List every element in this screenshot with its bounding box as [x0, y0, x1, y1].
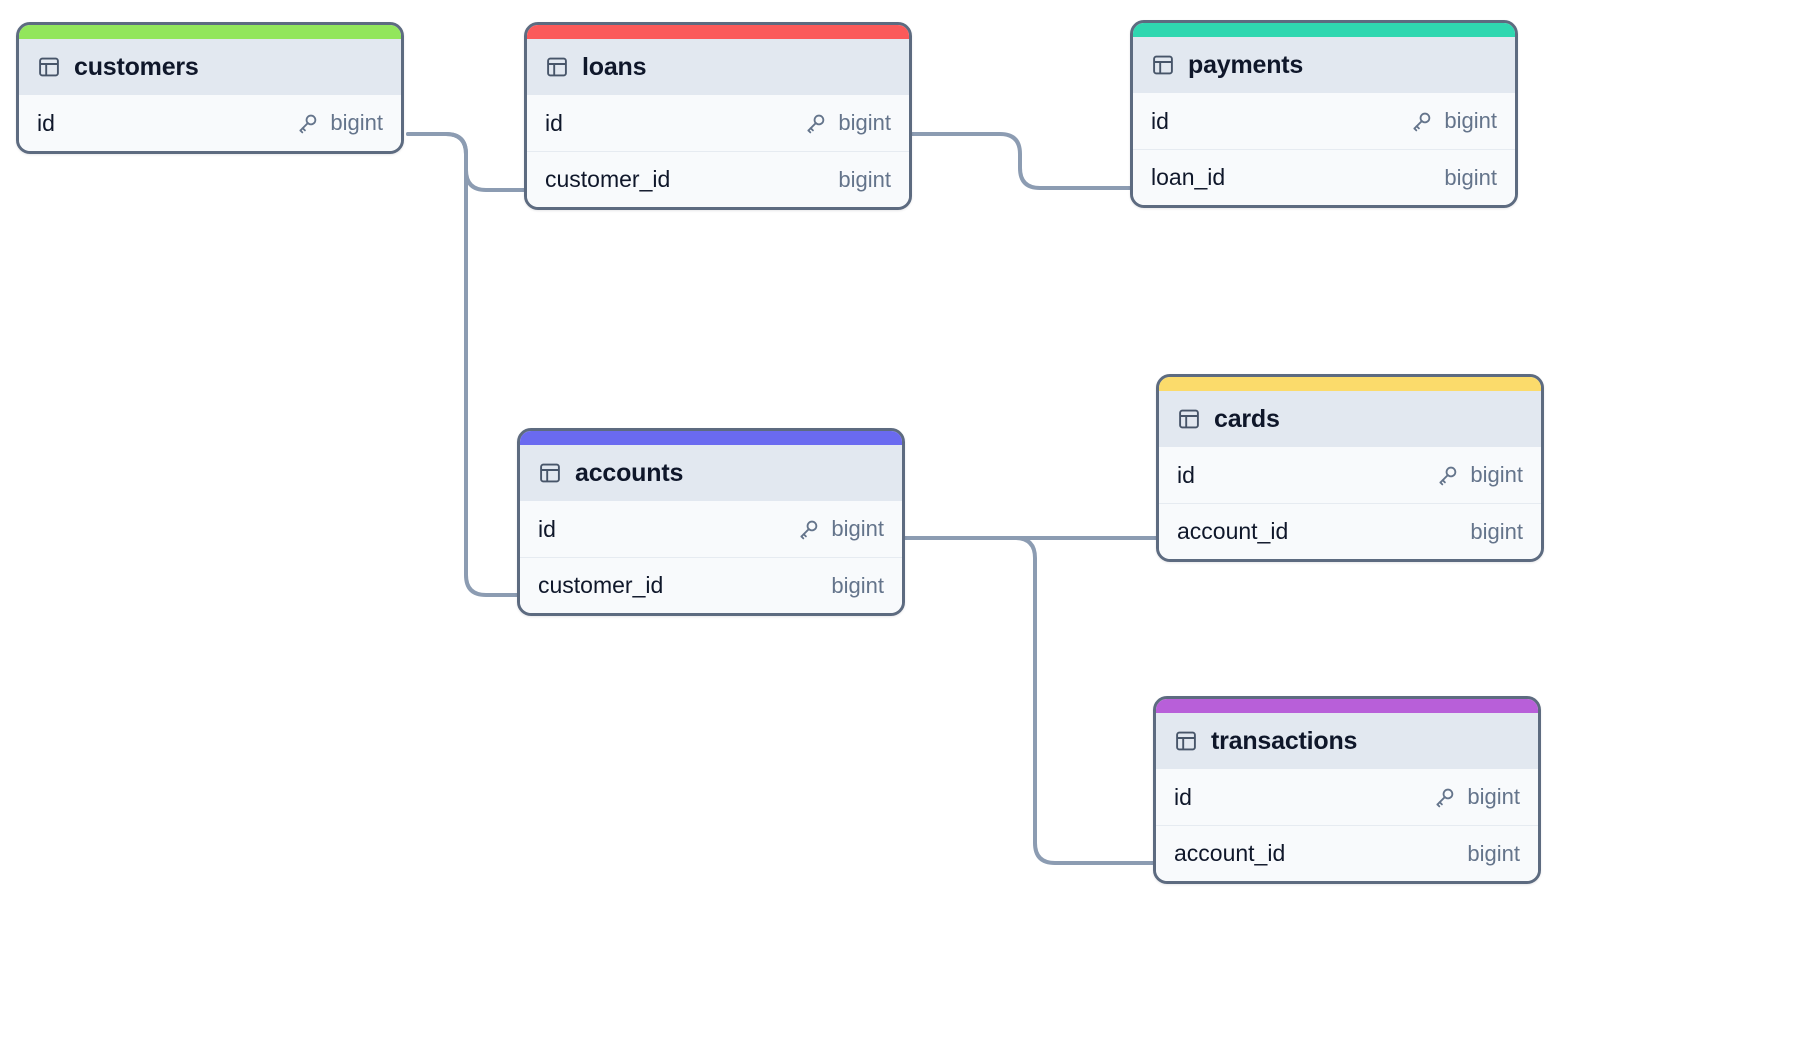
table-title: customers	[74, 52, 199, 81]
table-icon	[1176, 731, 1196, 751]
field-type: bigint	[831, 572, 884, 598]
field-meta: bigint	[1433, 784, 1520, 810]
table-title: loans	[582, 52, 647, 81]
table-node-customers[interactable]: customers id bigint	[16, 22, 404, 154]
table-icon	[540, 463, 560, 483]
relationship-edge	[903, 536, 1155, 865]
table-accent-strip	[1156, 699, 1538, 713]
field-meta: bigint	[797, 516, 884, 542]
table-accent-strip	[520, 431, 902, 445]
field-meta: bigint	[1410, 165, 1497, 191]
table-header[interactable]: loans	[527, 39, 909, 95]
field-name: loan_id	[1151, 164, 1226, 190]
table-title: payments	[1188, 50, 1304, 79]
field-row[interactable]: id bigint	[520, 501, 902, 557]
table-title: cards	[1214, 404, 1280, 433]
field-name: customer_id	[538, 572, 664, 598]
field-name: account_id	[1174, 840, 1286, 866]
key-icon	[800, 520, 818, 539]
field-name: id	[1177, 461, 1195, 488]
table-header[interactable]: accounts	[520, 445, 902, 501]
table-accent-strip	[527, 25, 909, 39]
table-accent-strip	[1133, 23, 1515, 37]
table-icon	[1153, 55, 1173, 75]
relationship-edge	[406, 132, 526, 192]
field-row[interactable]: customer_id bigint	[527, 151, 909, 207]
field-type: bigint	[1467, 784, 1520, 809]
field-type: bigint	[330, 110, 383, 135]
table-header[interactable]: customers	[19, 39, 401, 95]
field-name: id	[538, 515, 556, 542]
key-icon	[1413, 112, 1431, 131]
table-header[interactable]: cards	[1159, 391, 1541, 447]
key-icon	[1436, 788, 1454, 807]
relationship-edge	[910, 132, 1132, 190]
field-name: id	[545, 109, 563, 136]
field-type: bigint	[1470, 462, 1523, 487]
field-name: id	[1151, 107, 1169, 134]
field-row[interactable]: account_id bigint	[1156, 825, 1538, 881]
field-row[interactable]: id bigint	[1156, 769, 1538, 825]
relationship-edge	[406, 132, 519, 597]
table-header[interactable]: payments	[1133, 37, 1515, 93]
field-name: id	[37, 109, 55, 136]
table-accent-strip	[19, 25, 401, 39]
field-name: id	[1174, 783, 1192, 810]
key-icon	[807, 114, 825, 133]
field-name: account_id	[1177, 518, 1289, 544]
key-icon	[299, 114, 317, 133]
field-type: bigint	[838, 166, 891, 192]
table-icon	[547, 57, 567, 77]
field-row[interactable]: customer_id bigint	[520, 557, 902, 613]
field-row[interactable]: id bigint	[19, 95, 401, 151]
field-meta: bigint	[804, 110, 891, 136]
field-row[interactable]: loan_id bigint	[1133, 149, 1515, 205]
field-meta: bigint	[1433, 841, 1520, 867]
field-meta: bigint	[797, 573, 884, 599]
table-title: accounts	[575, 458, 684, 487]
table-icon	[1179, 409, 1199, 429]
field-type: bigint	[838, 110, 891, 135]
table-header[interactable]: transactions	[1156, 713, 1538, 769]
field-type: bigint	[1444, 108, 1497, 133]
field-row[interactable]: account_id bigint	[1159, 503, 1541, 559]
field-type: bigint	[831, 516, 884, 541]
field-meta: bigint	[296, 110, 383, 136]
field-name: customer_id	[545, 166, 671, 192]
field-type: bigint	[1470, 518, 1523, 544]
field-type: bigint	[1444, 164, 1497, 190]
field-row[interactable]: id bigint	[1133, 93, 1515, 149]
field-meta: bigint	[804, 167, 891, 193]
field-meta: bigint	[1436, 462, 1523, 488]
table-accent-strip	[1159, 377, 1541, 391]
field-row[interactable]: id bigint	[1159, 447, 1541, 503]
field-type: bigint	[1467, 840, 1520, 866]
field-meta: bigint	[1410, 108, 1497, 134]
field-meta: bigint	[1436, 519, 1523, 545]
field-row[interactable]: id bigint	[527, 95, 909, 151]
key-icon	[1439, 466, 1457, 485]
table-icon	[39, 57, 59, 77]
table-title: transactions	[1211, 726, 1358, 755]
